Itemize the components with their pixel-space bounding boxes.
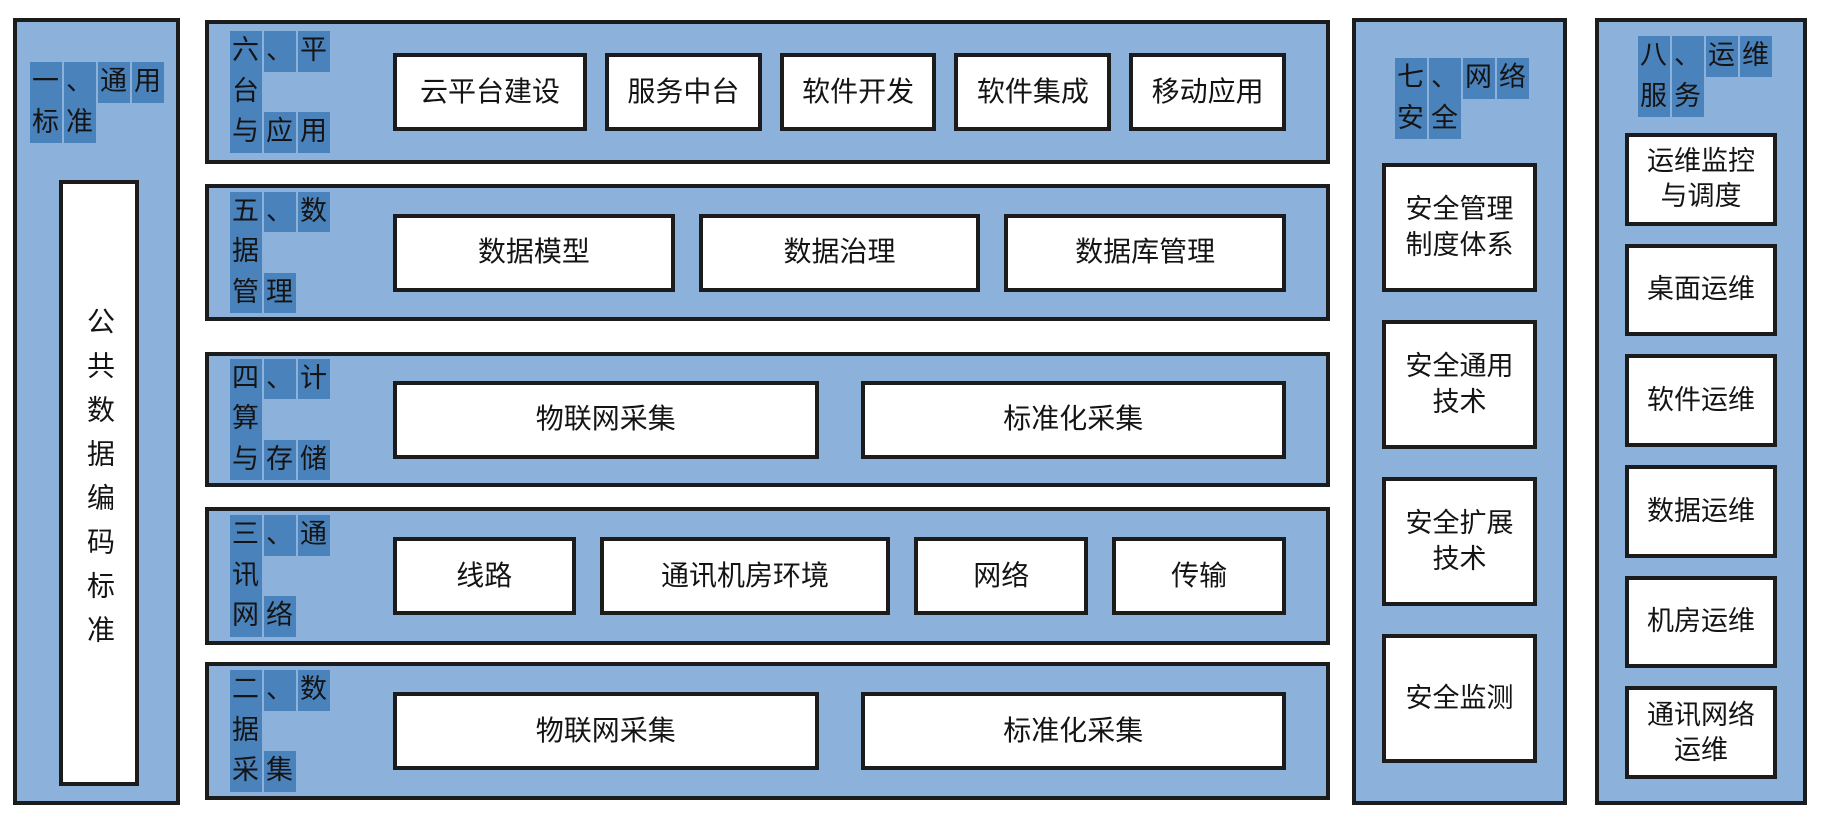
box-cloud-platform: 云平台建设 (393, 53, 587, 131)
data-management-label: 五、数据管理 (229, 191, 349, 314)
communication-network-label: 三、通讯网络 (229, 515, 349, 637)
box-standardized-collection-2: 标准化采集 (860, 692, 1286, 770)
box-data-governance: 数据治理 (698, 213, 981, 292)
band-data-management: 五、数据管理 数据模型 数据治理 数据库管理 (205, 184, 1330, 321)
box-security-management-system: 安全管理 制度体系 (1382, 163, 1537, 292)
ops-service-label: 八、运维服务 (1637, 36, 1777, 117)
network-security-boxes: 安全管理 制度体系 安全通用 技术 安全扩展 技术 安全监测 (1382, 163, 1537, 763)
public-data-coding-standard-label: 公共数据编码标准 (83, 307, 116, 659)
band-communication-network: 三、通讯网络 线路 通讯机房环境 网络 传输 (205, 507, 1330, 645)
panel-ops-service: 八、运维服务 运维监控 与调度 桌面运维 软件运维 数据运维 机房运维 通讯网络… (1595, 18, 1807, 805)
box-mobile-application: 移动应用 (1129, 53, 1287, 131)
box-network: 网络 (914, 537, 1089, 615)
data-collection-label: 二、数据采集 (229, 670, 349, 792)
box-comm-network-ops: 通讯网络 运维 (1625, 686, 1777, 780)
network-security-label: 七、网络安全 (1394, 58, 1537, 139)
communication-network-boxes: 线路 通讯机房环境 网络 传输 (393, 537, 1286, 615)
band-platform-application: 六、平台与应用 云平台建设 服务中台 软件开发 软件集成 移动应用 (205, 20, 1330, 164)
data-collection-boxes: 物联网采集 标准化采集 (393, 692, 1286, 770)
ops-service-boxes: 运维监控 与调度 桌面运维 软件运维 数据运维 机房运维 通讯网络 运维 (1625, 133, 1777, 780)
box-comm-room-environment: 通讯机房环境 (599, 537, 891, 615)
box-data-ops: 数据运维 (1625, 465, 1777, 558)
band-computing-storage: 四、计算与存储 物联网采集 标准化采集 (205, 352, 1330, 487)
public-data-coding-standard-box: 公共数据编码标准 (59, 180, 139, 786)
box-desktop-ops: 桌面运维 (1625, 243, 1777, 337)
box-service-middle-platform: 服务中台 (604, 53, 762, 131)
panel-network-security: 七、网络安全 安全管理 制度体系 安全通用 技术 安全扩展 技术 安全监测 (1352, 18, 1567, 805)
computing-storage-label: 四、计算与存储 (229, 358, 349, 481)
box-database-management: 数据库管理 (1004, 213, 1287, 292)
panel-general-standards: 一、通用标准 公共数据编码标准 (13, 18, 180, 805)
box-lines: 线路 (393, 537, 576, 615)
platform-application-label: 六、平台与应用 (229, 31, 349, 153)
box-security-general-technology: 安全通用 技术 (1382, 320, 1537, 449)
box-iot-collection-2: 物联网采集 (393, 692, 819, 770)
box-security-monitoring: 安全监测 (1382, 634, 1537, 763)
box-software-development: 软件开发 (779, 53, 937, 131)
box-standardized-collection: 标准化采集 (860, 380, 1286, 459)
computing-storage-boxes: 物联网采集 标准化采集 (393, 380, 1286, 459)
box-iot-collection: 物联网采集 (393, 380, 819, 459)
band-data-collection: 二、数据采集 物联网采集 标准化采集 (205, 662, 1330, 800)
box-server-room-ops: 机房运维 (1625, 575, 1777, 669)
platform-application-boxes: 云平台建设 服务中台 软件开发 软件集成 移动应用 (393, 53, 1287, 131)
box-security-extension-technology: 安全扩展 技术 (1382, 477, 1537, 606)
data-management-boxes: 数据模型 数据治理 数据库管理 (393, 213, 1287, 292)
box-software-integration: 软件集成 (954, 53, 1112, 131)
box-ops-monitoring-scheduling: 运维监控 与调度 (1625, 133, 1777, 226)
box-data-model: 数据模型 (393, 213, 675, 292)
general-standards-label: 一、通用标准 (29, 62, 176, 143)
box-transmission: 传输 (1112, 537, 1286, 615)
box-software-ops: 软件运维 (1625, 354, 1777, 448)
